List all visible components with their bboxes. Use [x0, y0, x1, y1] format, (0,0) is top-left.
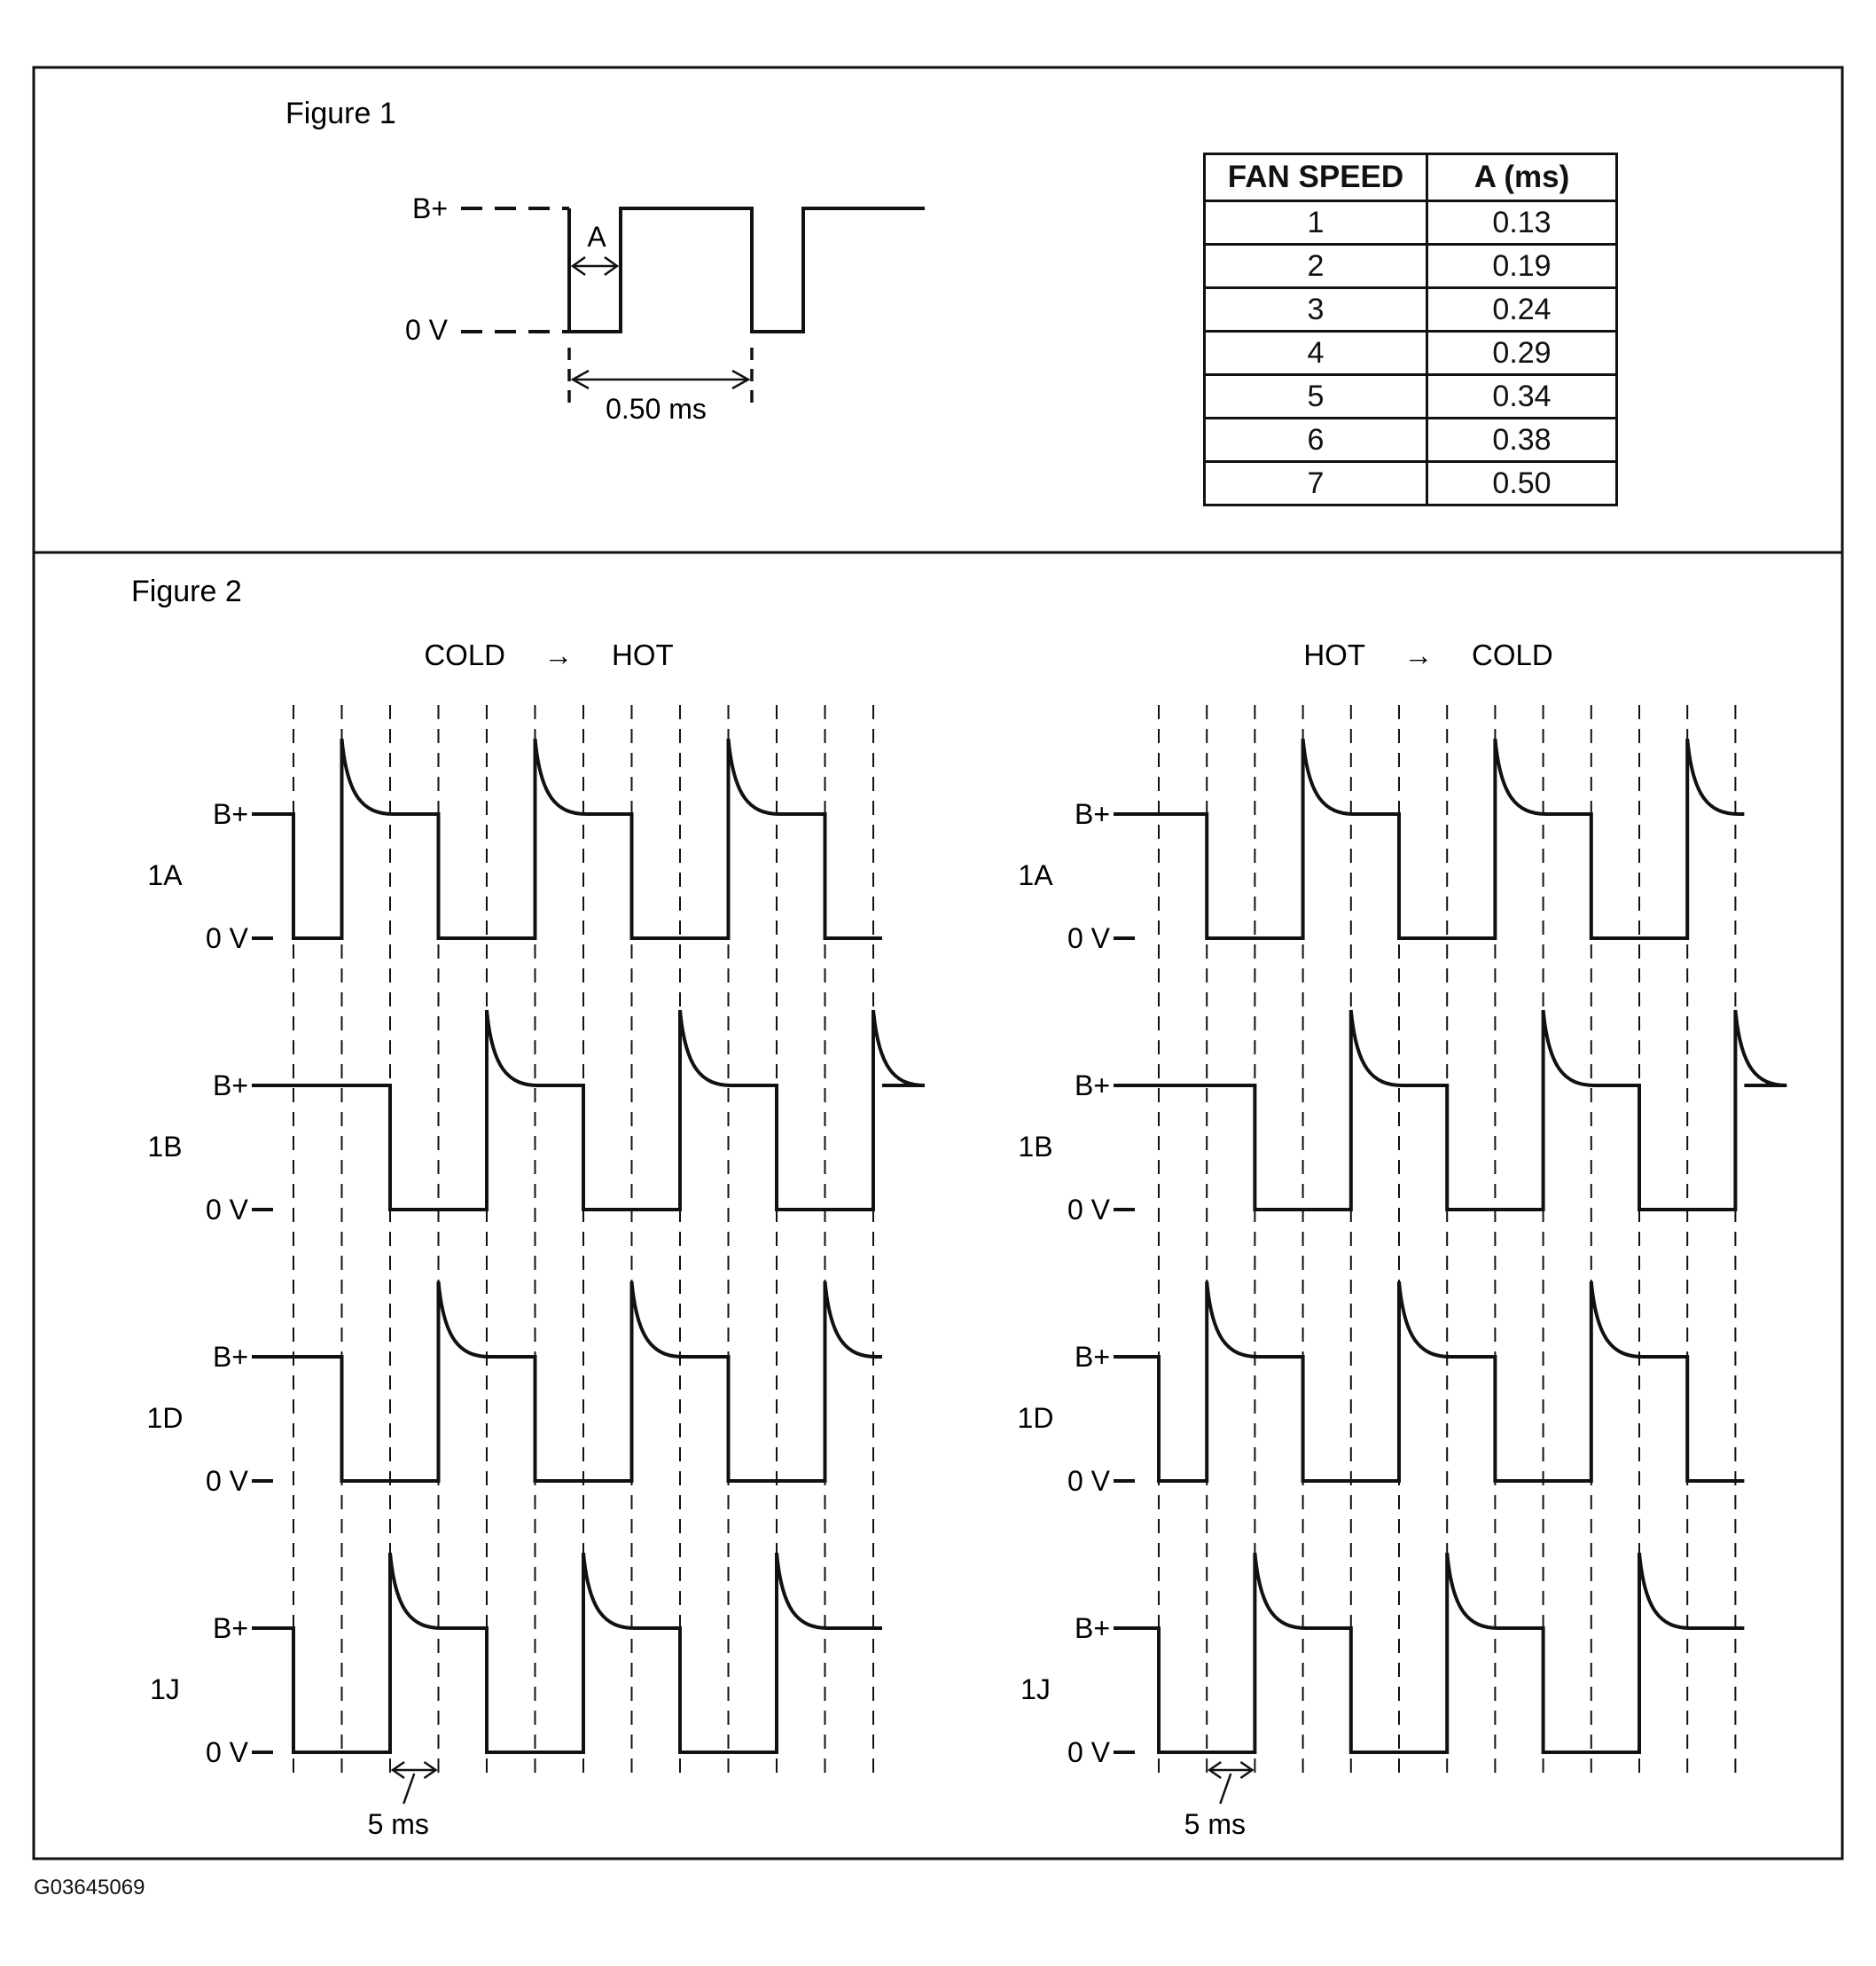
- figure2-title: Figure 2: [131, 575, 242, 608]
- trace-waveform: [1135, 1009, 1787, 1211]
- figure2-waveforms: COLD → HOT B+ 0 V 1A B+ 0 V 1B B+ 0 V 1D B+ 0 V 1J 5 ms…: [147, 638, 1787, 1840]
- trace-zero-v-label: 0 V: [1067, 1465, 1111, 1497]
- trace-b-plus-label: B+: [213, 1341, 248, 1373]
- trace-waveform: [273, 1009, 926, 1211]
- trace-waveform: [1135, 1552, 1745, 1754]
- fan-table-header-row: FAN SPEED A (ms): [1203, 153, 1618, 202]
- figure1-title: Figure 1: [285, 97, 396, 130]
- panel-title-arrow: →: [544, 638, 574, 671]
- panel-title-to: COLD: [1472, 638, 1553, 671]
- fan-speed-cell: 1: [1203, 200, 1428, 246]
- fan-speed-cell: 6: [1203, 417, 1428, 463]
- trace-name-label: 1A: [1018, 859, 1053, 891]
- fan-speed-header: FAN SPEED: [1203, 153, 1428, 202]
- trace-zero-v-label: 0 V: [1067, 1736, 1111, 1768]
- trace-name-label: 1J: [1020, 1673, 1051, 1705]
- scale-arrow-left: [1208, 1760, 1222, 1780]
- fan-speed-cell: 2: [1203, 243, 1428, 289]
- fig1-period-label: 0.50 ms: [606, 393, 707, 425]
- fig1-period-arrow-left: [570, 369, 590, 390]
- trace-b-plus-label: B+: [213, 1069, 248, 1101]
- trace-name-label: 1B: [147, 1131, 182, 1163]
- trace-waveform: [273, 738, 882, 940]
- a-ms-cell: 0.19: [1426, 243, 1618, 289]
- trace-b-plus-label: B+: [1075, 1069, 1110, 1101]
- scale-arrow-right: [1239, 1760, 1255, 1780]
- panel-title-from: COLD: [424, 638, 505, 671]
- trace-b-plus-label: B+: [1075, 1341, 1110, 1373]
- fan-speed-cell: 7: [1203, 460, 1428, 506]
- trace-waveform: [273, 1552, 882, 1754]
- trace-name-label: 1D: [1018, 1402, 1054, 1434]
- fan-speed-cell: 4: [1203, 330, 1428, 376]
- trace-zero-v-label: 0 V: [1067, 922, 1111, 954]
- fig1-pwm-waveform: [567, 207, 925, 333]
- fig1-a-label: A: [587, 221, 606, 253]
- panel-title-to: HOT: [612, 638, 674, 671]
- trace-waveform: [273, 1281, 882, 1483]
- scale-label: 5 ms: [1184, 1808, 1246, 1840]
- document-id: G03645069: [34, 1876, 145, 1899]
- trace-name-label: 1D: [147, 1402, 184, 1434]
- a-ms-cell: 0.13: [1426, 200, 1618, 246]
- scale-arrow-left: [390, 1760, 405, 1780]
- fig1-period-arrow-right: [731, 369, 751, 390]
- panel-title-from: HOT: [1303, 638, 1365, 671]
- trace-zero-v-label: 0 V: [1067, 1194, 1111, 1226]
- a-ms-cell: 0.24: [1426, 286, 1618, 333]
- trace-zero-v-label: 0 V: [206, 1465, 249, 1497]
- trace-name-label: 1B: [1018, 1131, 1052, 1163]
- trace-b-plus-label: B+: [213, 1612, 248, 1644]
- scale-label: 5 ms: [368, 1808, 429, 1840]
- trace-zero-v-label: 0 V: [206, 1736, 249, 1768]
- a-ms-cell: 0.50: [1426, 460, 1618, 506]
- trace-b-plus-label: B+: [213, 798, 248, 830]
- trace-name-label: 1J: [150, 1673, 180, 1705]
- a-ms-cell: 0.29: [1426, 330, 1618, 376]
- trace-waveform: [1135, 1281, 1745, 1483]
- fig1-b-plus-label: B+: [412, 192, 448, 224]
- trace-zero-v-label: 0 V: [206, 922, 249, 954]
- trace-name-label: 1A: [147, 859, 183, 891]
- scale-arrow-right: [423, 1760, 438, 1780]
- fig1-a-arrow-left: [570, 255, 586, 277]
- panel-title-arrow: →: [1404, 638, 1434, 671]
- a-ms-header: A (ms): [1426, 153, 1618, 202]
- trace-waveform: [1135, 738, 1745, 940]
- fig1-zero-v-label: 0 V: [405, 314, 449, 346]
- outer-frame: [32, 66, 1844, 1860]
- a-ms-cell: 0.34: [1426, 373, 1618, 419]
- trace-zero-v-label: 0 V: [206, 1194, 249, 1226]
- scale-leader: [1219, 1773, 1232, 1805]
- trace-b-plus-label: B+: [1075, 798, 1110, 830]
- fan-speed-cell: 5: [1203, 373, 1428, 419]
- fan-speed-cell: 3: [1203, 286, 1428, 333]
- a-ms-cell: 0.38: [1426, 417, 1618, 463]
- scale-leader: [403, 1773, 416, 1805]
- trace-b-plus-label: B+: [1075, 1612, 1110, 1644]
- fig1-a-arrow-right: [604, 255, 620, 277]
